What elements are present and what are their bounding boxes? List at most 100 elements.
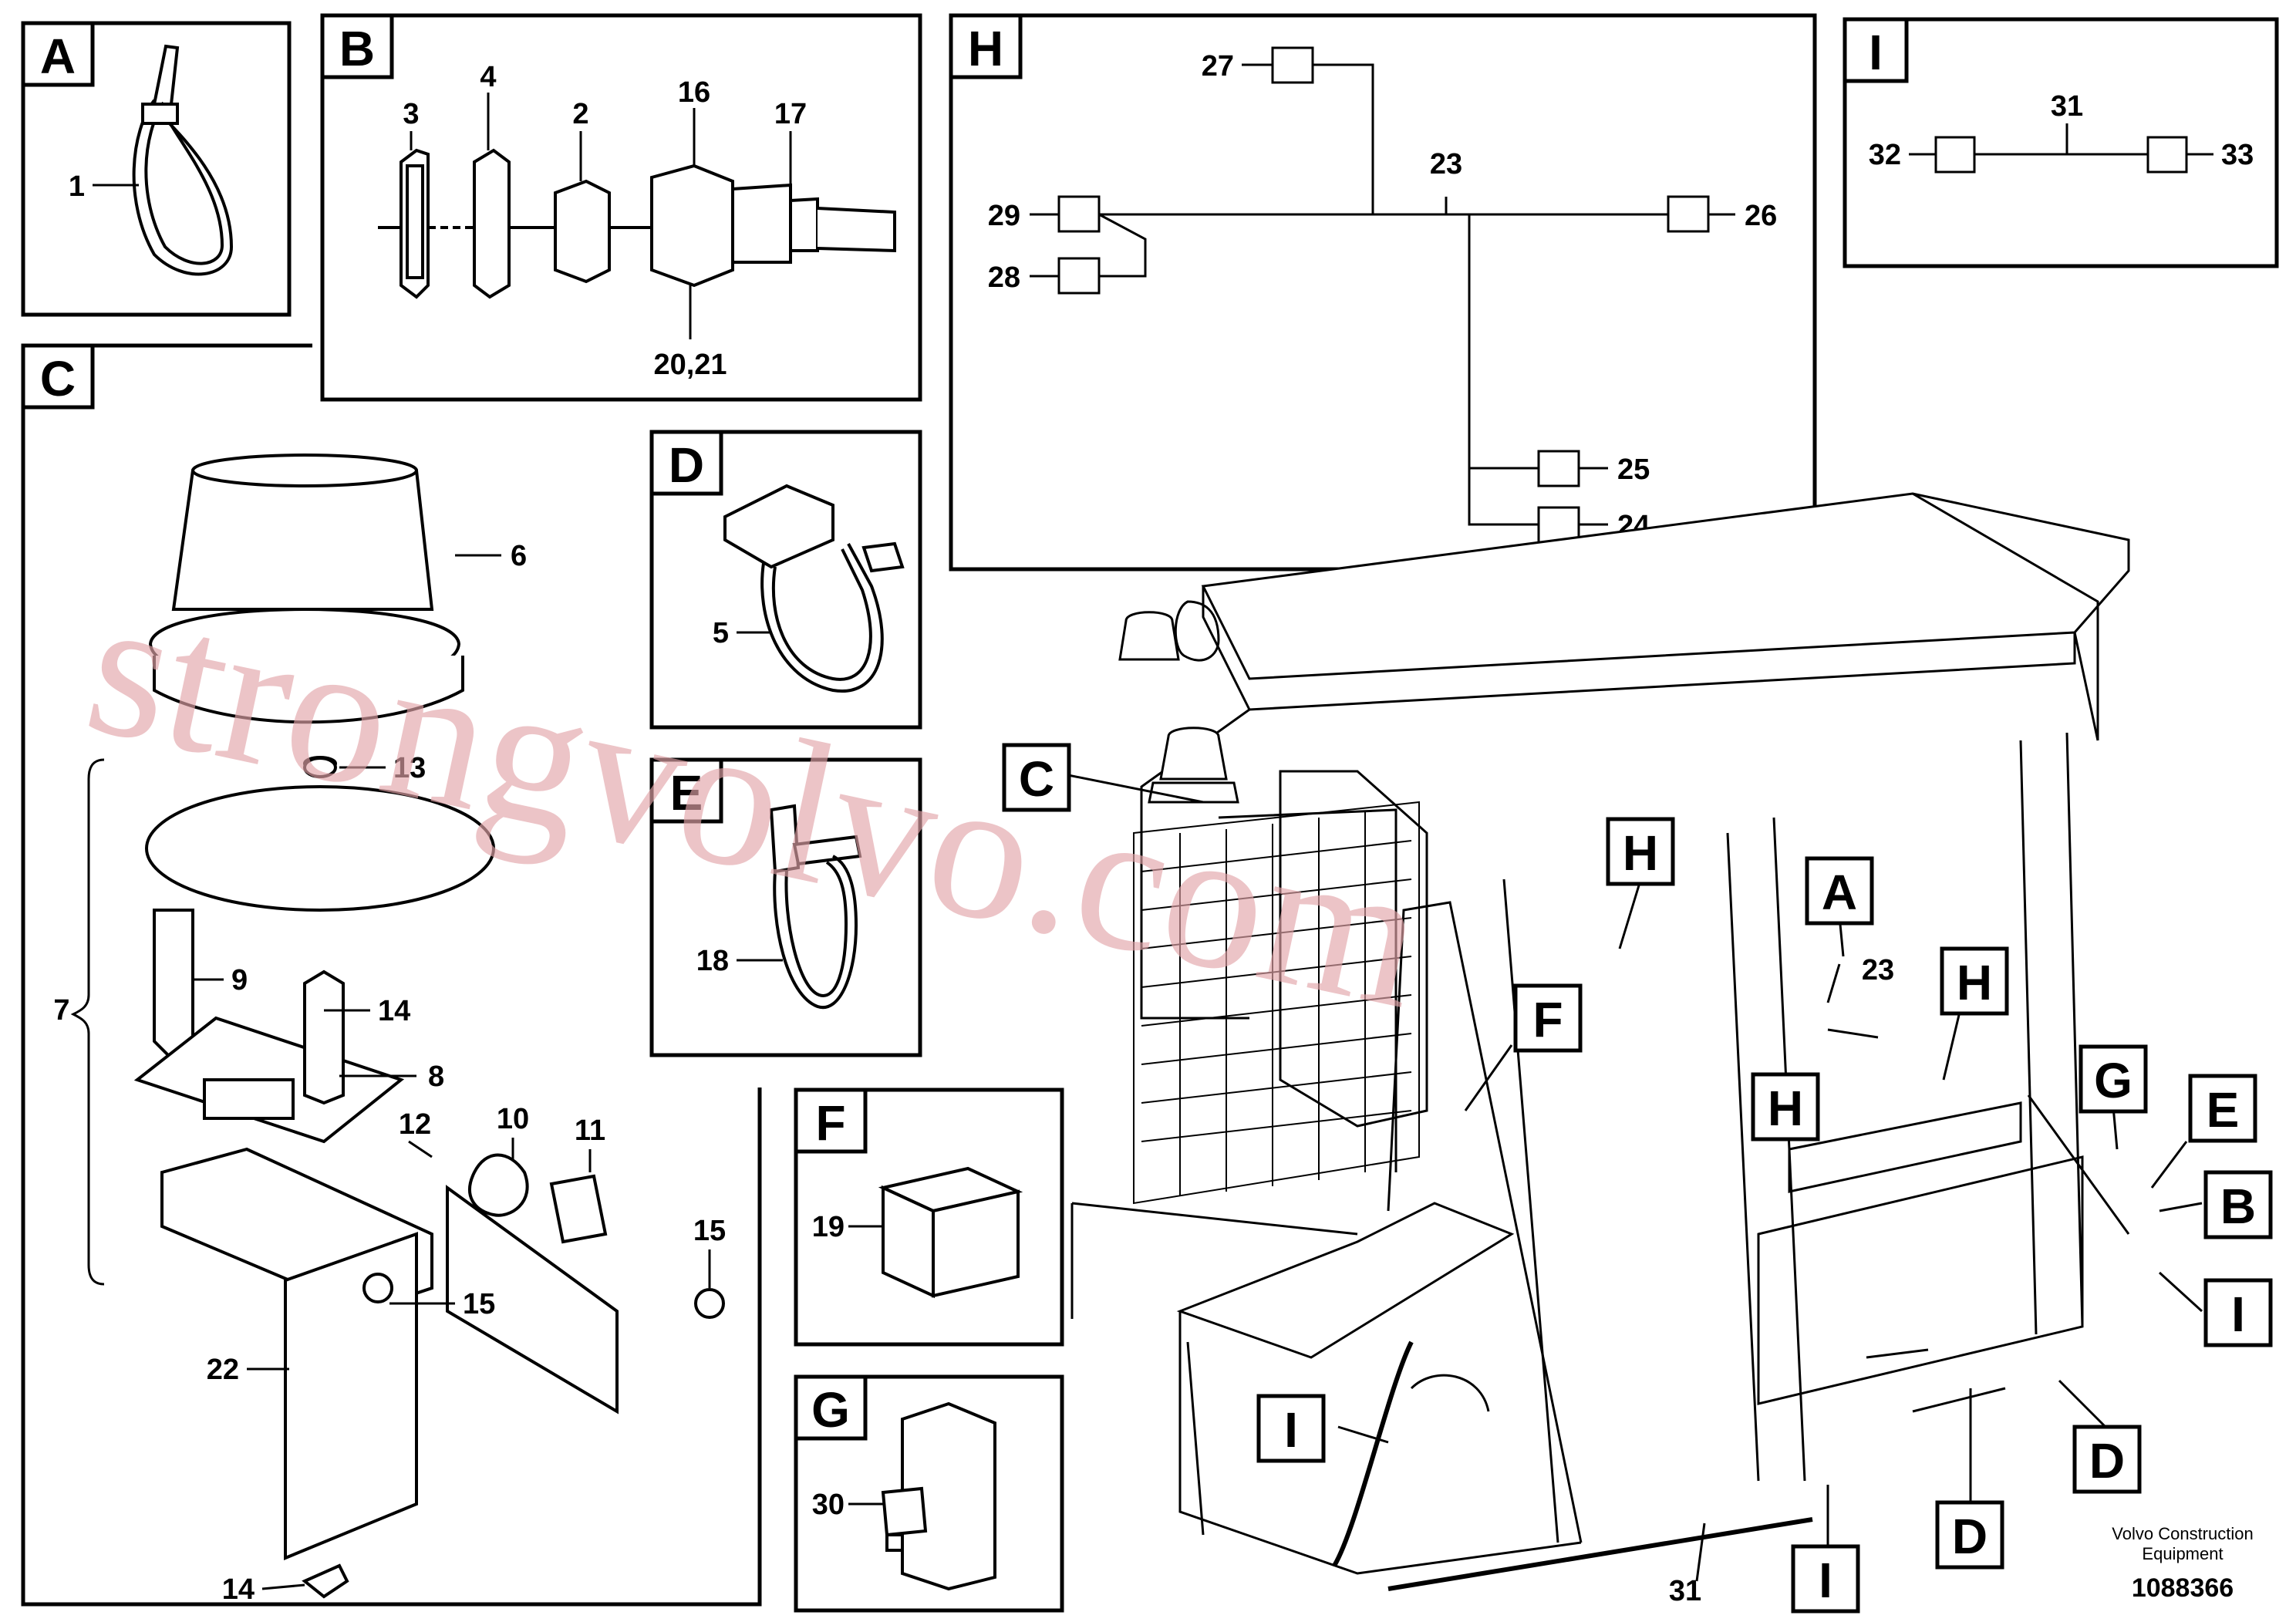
callout-8: 8 [428, 1061, 444, 1093]
view-callout-23: 23 [1862, 954, 1894, 986]
document-number: 1088366 [2132, 1573, 2234, 1603]
panel-b: B 3 4 2 16 17 20,21 [320, 13, 922, 402]
callout-16: 16 [678, 76, 710, 109]
view-label-i-text: I [1284, 1402, 1298, 1458]
group-bracket [70, 758, 105, 1286]
callout-14: 14 [378, 995, 410, 1027]
callout-14: 14 [222, 1573, 255, 1606]
view-label-f [1513, 983, 1583, 1053]
callout-3: 3 [403, 98, 419, 130]
panel-e-letter: E [670, 765, 703, 821]
panel-d-letter: D [669, 437, 704, 493]
connector-assembly-icon [378, 148, 896, 299]
brand-line-2: Equipment [2142, 1544, 2223, 1563]
callout-33: 33 [2221, 139, 2254, 171]
node-28 [1057, 257, 1101, 295]
panel-g: G 30 [794, 1374, 1064, 1613]
view-label-d-text: D [2089, 1433, 2125, 1489]
callout-29: 29 [988, 200, 1020, 232]
callout-17: 17 [774, 98, 807, 130]
panel-i: I 31 32 33 [1843, 17, 2279, 268]
beacon-lamp-icon [148, 454, 464, 724]
harness-schematic-lines [1030, 63, 1735, 526]
view-label-c [1002, 743, 1071, 812]
connector-cover-icon [881, 1401, 996, 1591]
node-26 [1667, 195, 1710, 233]
view-label-c-text: C [1019, 751, 1054, 807]
node-27 [1271, 46, 1314, 84]
view-label-b-text: B [2220, 1179, 2256, 1234]
panel-c-letter: C [40, 351, 76, 406]
callout-32: 32 [1869, 139, 1901, 171]
view-label-h-text: H [1768, 1081, 1803, 1136]
view-label-i [1791, 1544, 1860, 1614]
bolt-icon [302, 1563, 349, 1599]
spring-icon [468, 1153, 529, 1217]
relay-icon [878, 1166, 1023, 1299]
view-label-h-text: H [1957, 955, 1992, 1010]
callout-12: 12 [399, 1108, 431, 1141]
callout-20-21: 20,21 [653, 349, 727, 381]
callout-7: 7 [53, 994, 69, 1027]
view-label-d [1935, 1500, 2004, 1570]
cable-tie-icon [132, 44, 234, 276]
callout-18: 18 [696, 945, 729, 977]
callout-23: 23 [1430, 148, 1462, 180]
node-32 [1934, 136, 1976, 174]
view-label-i-text: I [2231, 1286, 2245, 1342]
callout-13: 13 [393, 752, 426, 784]
view-label-a [1805, 856, 1874, 926]
panel-i-letter: I [1869, 25, 1883, 80]
view-label-i-text: I [1819, 1553, 1832, 1608]
nut-icon [362, 1273, 393, 1303]
view-label-b [2203, 1170, 2273, 1239]
view-label-d [2072, 1425, 2142, 1494]
panel-f: F 19 [794, 1088, 1064, 1347]
callout-4: 4 [480, 61, 496, 93]
callout-15: 15 [693, 1215, 726, 1247]
view-label-h [1606, 817, 1675, 886]
callout-11: 11 [575, 1114, 605, 1147]
washer-icon [303, 757, 337, 778]
panel-a-letter: A [40, 29, 76, 84]
view-label-d-text: D [1952, 1509, 1988, 1564]
view-label-h-text: H [1623, 825, 1658, 881]
mounting-bracket-icon [133, 756, 619, 1560]
panel-e: E 18 [649, 757, 922, 1057]
bolt-icon [303, 969, 345, 1105]
callout-26: 26 [1745, 200, 1777, 232]
callout-22: 22 [207, 1354, 239, 1386]
hose-clamp-icon [723, 484, 905, 693]
callout-15: 15 [463, 1288, 495, 1320]
schematic-lines [1909, 123, 2213, 156]
panel-a: A 1 [21, 21, 292, 317]
panel-c: C [21, 343, 762, 1607]
view-label-f-text: F [1532, 992, 1563, 1047]
node-25 [1537, 450, 1580, 487]
beacon-on-cab-icon [1148, 727, 1239, 804]
brand-line-1: Volvo Construction [2112, 1524, 2253, 1543]
callout-2: 2 [572, 98, 588, 130]
view-label-e [2188, 1074, 2257, 1143]
view-label-i [1256, 1394, 1326, 1463]
view-label-i [2203, 1278, 2273, 1347]
panel-g-letter: G [811, 1382, 850, 1438]
main-view-callouts: C H A 23 H F H G E B I I I D D 31 [1002, 743, 2273, 1614]
callout-28: 28 [988, 261, 1020, 294]
callout-19: 19 [812, 1211, 845, 1243]
panel-b-letter: B [339, 21, 375, 76]
view-label-g [2079, 1044, 2148, 1114]
strap-clamp-icon [769, 804, 862, 1010]
callout-25: 25 [1617, 454, 1650, 486]
view-label-a-text: A [1822, 865, 1857, 920]
grille-icon [1133, 801, 1420, 1205]
footer: Volvo Construction Equipment 1088366 [2112, 1524, 2253, 1603]
nut-icon [694, 1288, 725, 1319]
callout-31: 31 [2051, 90, 2083, 123]
view-callout-31: 31 [1669, 1575, 1701, 1607]
node-33 [2146, 136, 2188, 174]
callout-5: 5 [713, 617, 729, 649]
callout-9: 9 [231, 964, 248, 996]
callout-30: 30 [812, 1489, 845, 1521]
